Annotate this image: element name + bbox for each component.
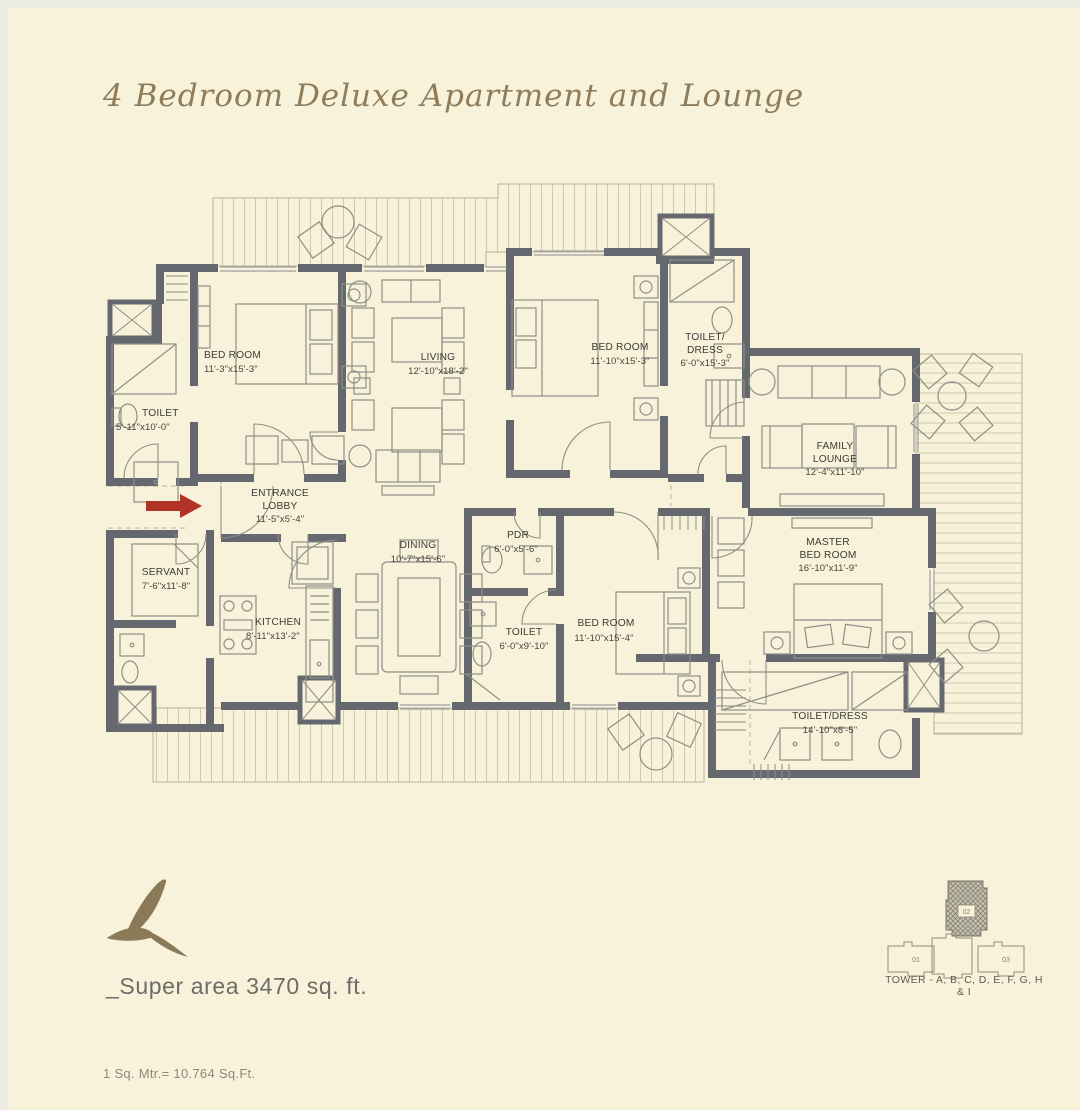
room-label-bedroom-1: BED ROOM 11'-3"x15'-3" xyxy=(204,350,261,375)
svg-text:10'-7"x15'-6": 10'-7"x15'-6" xyxy=(391,554,445,565)
tower-02-label-box xyxy=(957,904,976,918)
svg-text:BED ROOM: BED ROOM xyxy=(577,618,634,629)
deck-terraces xyxy=(152,183,1023,783)
room-label-bedroom-3: BED ROOM 11'-10"x15'-4" xyxy=(574,618,634,644)
shaft-x-marks xyxy=(111,217,941,725)
furniture xyxy=(111,205,1000,771)
room-label-toilet-dress-2: TOILET/DRESS 14'-10"x8'-5" xyxy=(792,711,868,736)
svg-text:BED ROOM: BED ROOM xyxy=(799,550,856,561)
page-title: 4 Bedroom Deluxe Apartment and Lounge xyxy=(103,78,805,114)
svg-text:12'-10"x18'-2": 12'-10"x18'-2" xyxy=(408,366,468,377)
svg-text:6'-0"x15'-3": 6'-0"x15'-3" xyxy=(680,358,729,369)
svg-text:KITCHEN: KITCHEN xyxy=(255,617,301,628)
room-labels: BED ROOM 11'-3"x15'-3" TOILET 5'-11"x10'… xyxy=(116,332,868,736)
svg-text:5'-11"x10'-0": 5'-11"x10'-0" xyxy=(116,422,170,433)
entrance-arrow-icon xyxy=(146,494,202,518)
svg-text:FAMILY: FAMILY xyxy=(817,441,854,452)
svg-text:11'-3"x15'-3": 11'-3"x15'-3" xyxy=(204,364,258,375)
room-label-toilet-2: TOILET 6'-0"x9'-10" xyxy=(499,627,548,652)
tower-key-caption: TOWER - A, B, C, D, E, F, G, H & I xyxy=(885,974,1043,998)
svg-text:PDR: PDR xyxy=(507,530,529,541)
room-label-toilet-1: TOILET 5'-11"x10'-0" xyxy=(116,408,179,433)
tower-02-label: 02 xyxy=(963,909,971,916)
svg-text:TOILET: TOILET xyxy=(142,408,179,419)
svg-text:11'-5"x5'-4": 11'-5"x5'-4" xyxy=(256,514,304,525)
conversion-note: 1 Sq. Mtr.= 10.764 Sq.Ft. xyxy=(103,1066,256,1081)
room-label-living: LIVING 12'-10"x18'-2" xyxy=(408,352,468,377)
room-label-kitchen: KITCHEN 8'-11"x13'-2" xyxy=(246,617,301,642)
floor-plan-page: 4 Bedroom Deluxe Apartment and Lounge xyxy=(8,8,1080,1110)
svg-text:16'-10"x11'-9": 16'-10"x11'-9" xyxy=(798,563,857,574)
hatch-marks xyxy=(166,275,790,780)
floor-plan-drawing: BED ROOM 11'-3"x15'-3" TOILET 5'-11"x10'… xyxy=(106,183,1023,783)
svg-text:TOILET: TOILET xyxy=(506,627,543,638)
room-label-bedroom-2: BED ROOM 11'-10"x15'-3" xyxy=(590,342,649,367)
door-swings xyxy=(123,401,767,705)
svg-text:11'-10"x15'-3": 11'-10"x15'-3" xyxy=(590,356,649,367)
tower-footprint-outline xyxy=(887,933,1025,979)
svg-text:11'-10"x15'-4": 11'-10"x15'-4" xyxy=(574,633,633,644)
walls xyxy=(106,248,936,778)
svg-text:LOBBY: LOBBY xyxy=(263,501,298,512)
svg-text:7'-6"x11'-8": 7'-6"x11'-8" xyxy=(142,581,190,592)
svg-text:SERVANT: SERVANT xyxy=(142,567,191,578)
tower-03-label: 03 xyxy=(1002,957,1010,964)
svg-text:8'-11"x13'-2": 8'-11"x13'-2" xyxy=(246,631,300,642)
svg-text:MASTER: MASTER xyxy=(806,537,850,548)
room-label-entrance-lobby: ENTRANCE LOBBY 11'-5"x5'-4" xyxy=(251,488,309,525)
svg-text:BED ROOM: BED ROOM xyxy=(591,342,648,353)
svg-text:LOUNGE: LOUNGE xyxy=(813,454,857,465)
svg-text:ENTRANCE: ENTRANCE xyxy=(251,488,309,499)
room-label-toilet-dress-1: TOILET/ DRESS 6'-0"x15'-3" xyxy=(680,332,729,369)
svg-text:TOILET/: TOILET/ xyxy=(685,332,725,343)
svg-text:6'-0"x5'-6": 6'-0"x5'-6" xyxy=(494,544,538,555)
super-area-text: _Super area 3470 sq. ft. xyxy=(106,973,368,999)
room-label-dining: DINING 10'-7"x15'-6" xyxy=(391,540,445,565)
svg-text:TOILET/DRESS: TOILET/DRESS xyxy=(792,711,868,722)
windows xyxy=(220,250,935,710)
svg-text:LIVING: LIVING xyxy=(421,352,456,363)
svg-text:6'-0"x9'-10": 6'-0"x9'-10" xyxy=(499,641,548,652)
svg-text:DRESS: DRESS xyxy=(687,345,723,356)
svg-text:DINING: DINING xyxy=(400,540,437,551)
tower-01-label: 01 xyxy=(912,957,920,964)
svg-text:12'-4"x11'-10": 12'-4"x11'-10" xyxy=(805,467,864,478)
room-label-servant: SERVANT 7'-6"x11'-8" xyxy=(142,567,191,592)
tower-key-plan: 02 01 03 xyxy=(887,880,1025,979)
bird-logo-icon xyxy=(107,879,188,957)
room-label-family-lounge: FAMILY LOUNGE 12'-4"x11'-10" xyxy=(805,441,864,478)
svg-text:14'-10"x8'-5": 14'-10"x8'-5" xyxy=(803,725,857,736)
svg-text:BED ROOM: BED ROOM xyxy=(204,350,261,361)
room-label-master-bedroom: MASTER BED ROOM 16'-10"x11'-9" xyxy=(798,537,857,574)
room-label-pdr: PDR 6'-0"x5'-6" xyxy=(494,530,538,555)
